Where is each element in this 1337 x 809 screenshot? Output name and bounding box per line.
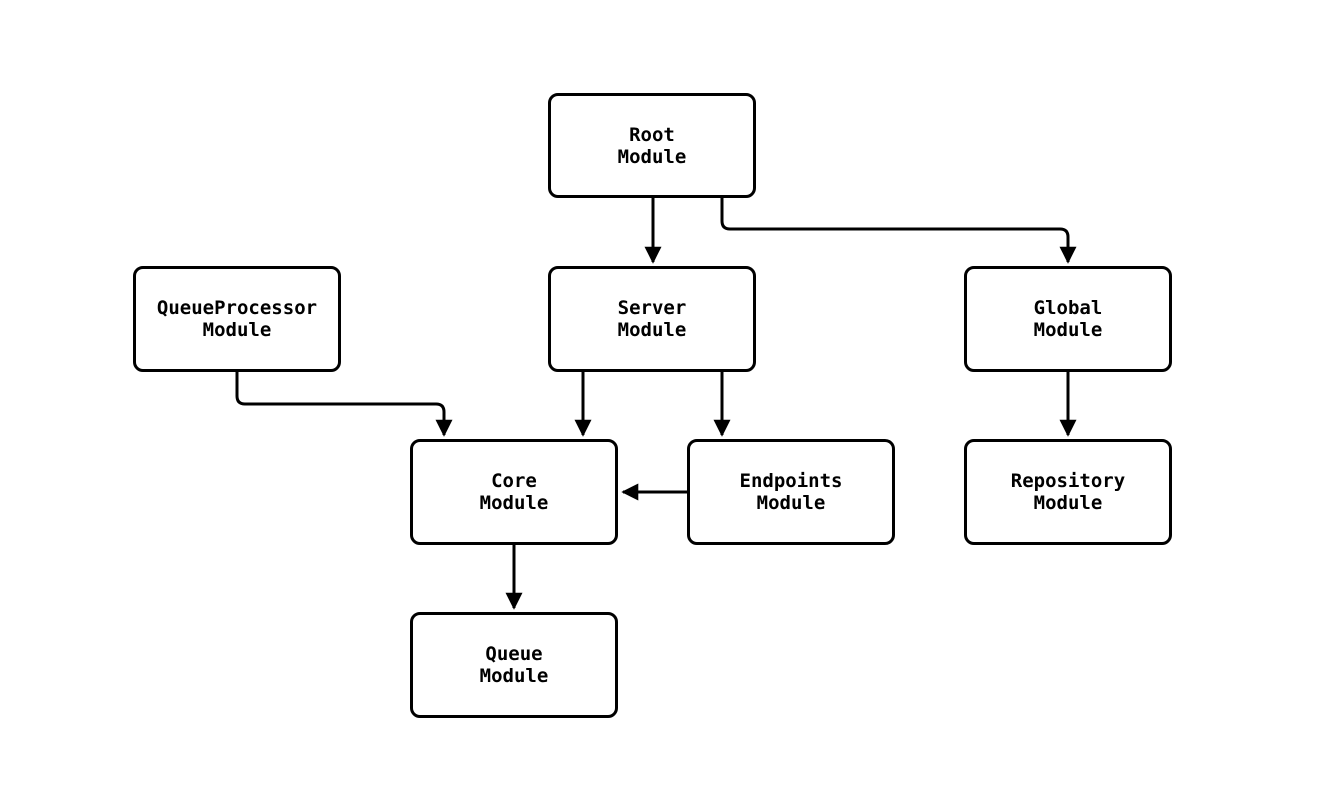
node-root-module: Root Module	[548, 93, 756, 198]
node-queue-module: Queue Module	[410, 612, 618, 718]
node-root-module-label: Root Module	[617, 123, 687, 168]
edge-root-to-global	[720, 198, 1077, 264]
node-core-module-label: Core Module	[479, 470, 549, 514]
node-repository-module-label: Repository Module	[1010, 470, 1126, 514]
node-server-module: Server Module	[548, 266, 756, 372]
node-queueprocessor-module-label: QueueProcessor Module	[156, 297, 318, 341]
node-global-module: Global Module	[964, 266, 1172, 372]
node-endpoints-module-label: Endpoints Module	[739, 470, 843, 514]
node-queue-module-label: Queue Module	[479, 643, 549, 687]
node-endpoints-module: Endpoints Module	[687, 439, 895, 545]
node-server-module-label: Server Module	[617, 297, 687, 341]
node-queueprocessor-module: QueueProcessor Module	[133, 266, 341, 372]
node-repository-module: Repository Module	[964, 439, 1172, 545]
node-global-module-label: Global Module	[1033, 297, 1103, 341]
node-core-module: Core Module	[410, 439, 618, 545]
edge-queueprocessor-to-core	[235, 372, 453, 437]
